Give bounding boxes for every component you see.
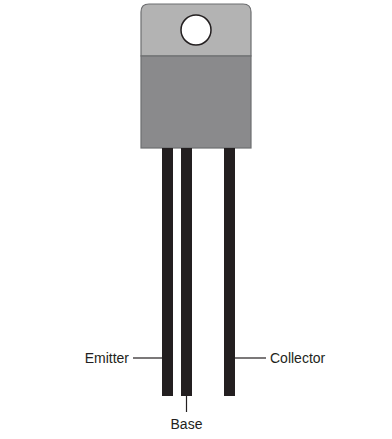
leader-line [235,357,266,358]
mounting-hole [181,15,211,45]
leader-line [133,357,162,358]
base-lead [181,148,192,396]
emitter-lead [162,148,173,396]
pin-label: Base [171,416,203,432]
plastic-body [141,56,251,148]
pin-label: Collector [270,350,325,366]
pin-label: Emitter [85,350,129,366]
collector-lead [224,148,235,396]
metal-tab [141,4,251,56]
leader-line [186,396,187,412]
